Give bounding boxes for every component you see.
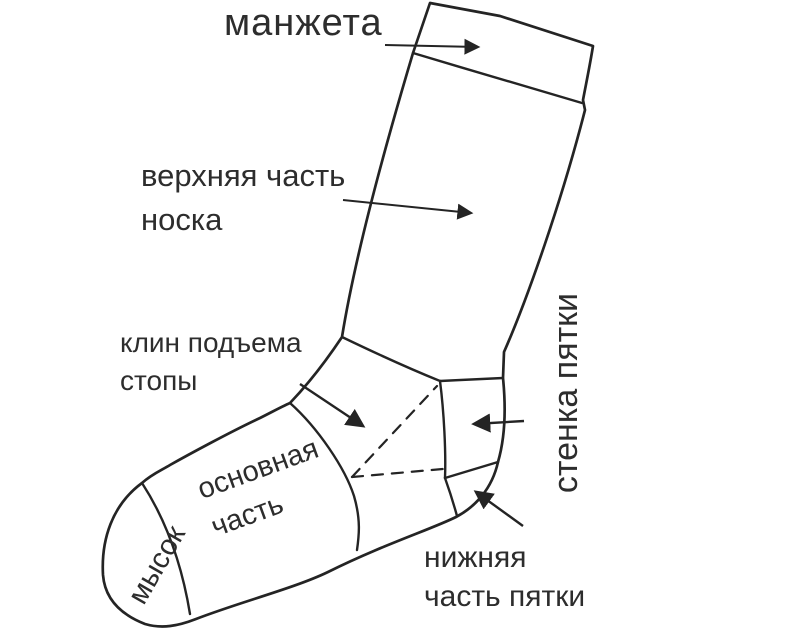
instep-wedge-arrow — [299, 383, 366, 428]
heel-wall-arrow — [471, 413, 525, 433]
main-part-divider-line — [288, 401, 361, 552]
lower-heel-label-line1: нижняя — [424, 541, 527, 574]
lower-heel-arrow — [473, 490, 524, 527]
heel-vertical-line — [438, 379, 447, 480]
sock-outline — [101, 1, 595, 628]
cuff-seam-line — [411, 51, 584, 105]
cuff-label: манжета — [224, 2, 383, 44]
instep-wedge-label-line1: клин подъема — [120, 327, 302, 358]
heel-wall-top-line — [438, 376, 505, 383]
heel-wall-label: стенка пятки — [547, 292, 585, 494]
upper-sock-arrow — [342, 199, 474, 220]
upper-sock-label-line2: носка — [141, 202, 223, 237]
lower-heel-label: нижняя часть пятки — [424, 538, 585, 616]
instep-wedge-label-line2: стопы — [120, 365, 198, 396]
lower-heel-label-line2: часть пятки — [424, 580, 586, 613]
cuff-arrow — [384, 38, 481, 55]
gusset-top-line — [340, 335, 442, 383]
instep-wedge-dashed-lower — [350, 467, 445, 479]
lower-heel-left-line — [443, 476, 459, 518]
upper-sock-label-line1: верхняя часть — [141, 158, 346, 193]
upper-sock-label: верхняя часть носка — [141, 154, 345, 242]
heel-divider-line — [443, 460, 500, 480]
instep-wedge-dashed-upper — [350, 384, 439, 479]
instep-wedge-label: клин подъема стопы — [120, 324, 302, 400]
toe-divider-line — [140, 481, 192, 616]
